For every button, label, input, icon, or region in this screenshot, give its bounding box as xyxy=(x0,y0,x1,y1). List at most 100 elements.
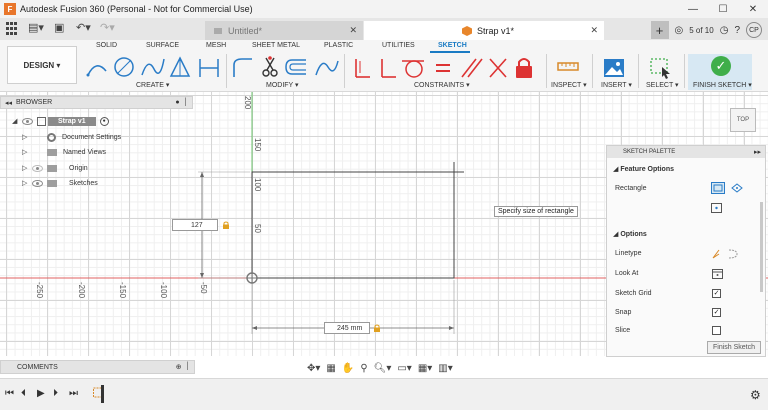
look-at-icon[interactable]: ▦ xyxy=(326,362,336,374)
new-tab-button[interactable]: + xyxy=(650,21,669,39)
close-tab-icon[interactable]: ✕ xyxy=(349,25,357,35)
offset-tool-icon[interactable] xyxy=(285,59,306,75)
expand-triangle-icon[interactable]: ▷ xyxy=(22,134,28,141)
linetype-icons[interactable] xyxy=(711,248,741,260)
tree-item-sketches[interactable]: ▷ Sketches xyxy=(22,177,98,189)
tangent-constraint-icon[interactable] xyxy=(402,60,424,78)
dimension-tool-icon[interactable] xyxy=(199,59,219,77)
tab-sketch[interactable]: SKETCH xyxy=(438,42,467,49)
job-counter[interactable]: 5 of 10 xyxy=(689,25,714,35)
notifications-icon[interactable]: ◷ xyxy=(719,24,729,36)
finish-sketch-menu[interactable]: FINISH SKETCH ▾ xyxy=(693,82,752,89)
coincident-constraint-icon[interactable] xyxy=(355,59,370,78)
insert-menu[interactable]: INSERT ▾ xyxy=(601,82,632,89)
sketch-curve-icon[interactable] xyxy=(315,60,339,76)
tab-surface[interactable]: SURFACE xyxy=(146,42,180,49)
finish-sketch-check-icon[interactable]: ✓ xyxy=(711,56,731,76)
go-to-start-icon[interactable]: ⏮ xyxy=(5,388,14,399)
rectangle-2-point-icon[interactable] xyxy=(711,182,725,194)
maximize-button[interactable]: ☐ xyxy=(718,3,728,15)
insert-image-icon[interactable] xyxy=(602,55,626,81)
constraints-menu[interactable]: CONSTRAINTS ▾ xyxy=(414,82,470,89)
tab-solid[interactable]: SOLID xyxy=(96,42,118,49)
close-window-button[interactable]: ✕ xyxy=(748,3,758,15)
feature-options-section[interactable]: ◢ Feature Options xyxy=(613,165,674,173)
comments-panel[interactable]: COMMENTS ⊕ │ xyxy=(0,360,195,374)
help-icon[interactable]: ? xyxy=(734,24,740,36)
perpendicular-constraint-icon[interactable] xyxy=(381,59,396,78)
collapse-panel-icon[interactable]: ◂◂ xyxy=(5,99,13,107)
rectangle-center-icon[interactable] xyxy=(731,183,743,193)
go-to-end-icon[interactable]: ⏭ xyxy=(69,388,78,399)
tree-item-named-views[interactable]: ▷ Named Views xyxy=(22,146,106,158)
workspace-switcher-button[interactable]: DESIGN ▾ xyxy=(7,46,77,84)
equal-constraint-icon[interactable] xyxy=(436,64,450,72)
visibility-eye-icon[interactable] xyxy=(32,179,43,187)
tab-sheet-metal[interactable]: SHEET METAL xyxy=(252,42,300,49)
tab-untitled[interactable]: Untitled* ✕ xyxy=(205,21,363,40)
fillet-tool-icon[interactable] xyxy=(233,58,252,77)
width-dimension-input[interactable]: 245 mm xyxy=(324,322,370,334)
trim-scissors-icon[interactable] xyxy=(262,56,278,77)
browser-header[interactable]: ◂◂ BROWSER ● │ xyxy=(0,96,193,109)
display-settings-icon[interactable]: ▭▾ xyxy=(397,362,412,374)
tab-plastic[interactable]: PLASTIC xyxy=(324,42,354,49)
close-tab-icon[interactable]: ✕ xyxy=(590,25,598,35)
tab-strap[interactable]: Strap v1* ✕ xyxy=(364,21,604,40)
save-icon[interactable]: ▣ xyxy=(54,22,65,34)
tree-root-strap[interactable]: ◢ Strap v1 ● xyxy=(12,115,109,127)
snap-checkbox[interactable]: ✓ xyxy=(712,308,721,317)
minimize-button[interactable]: — xyxy=(688,3,698,15)
fix-lock-icon[interactable] xyxy=(516,58,532,78)
tree-item-document-settings[interactable]: ▷ Document Settings xyxy=(22,131,121,143)
finish-sketch-button[interactable]: Finish Sketch xyxy=(707,341,761,354)
symmetry-constraint-icon[interactable] xyxy=(489,58,507,78)
inspect-menu[interactable]: INSPECT ▾ xyxy=(551,82,587,89)
expand-icon[interactable]: │ xyxy=(185,363,190,370)
viewcube[interactable]: TOP xyxy=(730,108,756,132)
zoom-window-icon[interactable]: ⚲ xyxy=(360,362,368,374)
parallel-constraint-icon[interactable] xyxy=(461,58,483,78)
line-tool-icon[interactable] xyxy=(86,65,107,77)
play-icon[interactable]: ▶ xyxy=(37,388,45,399)
add-comment-icon[interactable]: ⊕ xyxy=(175,364,182,371)
rectangle-3-point-icon[interactable] xyxy=(711,203,722,213)
pan-hand-icon[interactable]: ✋ xyxy=(341,362,355,374)
pin-icon[interactable]: ● xyxy=(175,99,180,106)
avatar[interactable]: CP xyxy=(746,22,762,38)
grid-settings-icon[interactable]: ▦▾ xyxy=(417,362,433,374)
modify-menu[interactable]: MODIFY ▾ xyxy=(266,82,299,89)
palette-collapse-icon[interactable]: ▸▸ xyxy=(753,149,761,156)
viewports-icon[interactable]: ▥▾ xyxy=(438,362,453,374)
select-menu[interactable]: SELECT ▾ xyxy=(646,82,679,89)
sketch-grid-checkbox[interactable]: ✓ xyxy=(712,289,721,298)
palette-header[interactable]: SKETCH PALETTE ▸▸ xyxy=(607,146,765,158)
tab-mesh[interactable]: MESH xyxy=(206,42,227,49)
look-at-calendar-icon[interactable] xyxy=(712,268,723,279)
expand-triangle-icon[interactable]: ▷ xyxy=(22,165,28,172)
tree-item-origin[interactable]: ▷ Origin xyxy=(22,162,88,174)
expand-icon[interactable]: │ xyxy=(183,99,188,106)
palette-scrollbar[interactable] xyxy=(760,202,763,292)
step-back-icon[interactable]: ⏴ xyxy=(21,388,26,399)
tab-utilities[interactable]: UTILITIES xyxy=(382,42,415,49)
measure-ruler-icon[interactable] xyxy=(556,55,580,81)
height-dimension-input[interactable]: 127 xyxy=(172,219,218,231)
select-window-icon[interactable] xyxy=(648,55,672,81)
orbit-icon[interactable]: ✥▾ xyxy=(307,362,321,374)
expand-triangle-icon[interactable]: ▷ xyxy=(22,180,28,187)
zoom-icon[interactable]: 🔍︎▾ xyxy=(373,362,392,374)
expand-triangle-icon[interactable]: ▷ xyxy=(22,149,28,156)
dimension-lock-icon[interactable] xyxy=(222,221,230,229)
redo-icon[interactable]: ↷▾ xyxy=(100,22,115,34)
dimension-lock-icon[interactable] xyxy=(373,324,381,332)
spline-tool-icon[interactable] xyxy=(141,58,165,76)
options-section[interactable]: ◢ Options xyxy=(613,230,647,238)
collapse-triangle-icon[interactable]: ◢ xyxy=(12,118,18,125)
polygon-tool-icon[interactable] xyxy=(169,56,191,77)
file-menu-icon[interactable]: ▤▾ xyxy=(28,22,44,34)
circle-tool-icon[interactable] xyxy=(114,57,134,77)
visibility-eye-icon[interactable] xyxy=(32,164,43,172)
extensions-icon[interactable]: ◎ xyxy=(674,24,684,36)
sketch-rectangle[interactable] xyxy=(251,171,455,279)
